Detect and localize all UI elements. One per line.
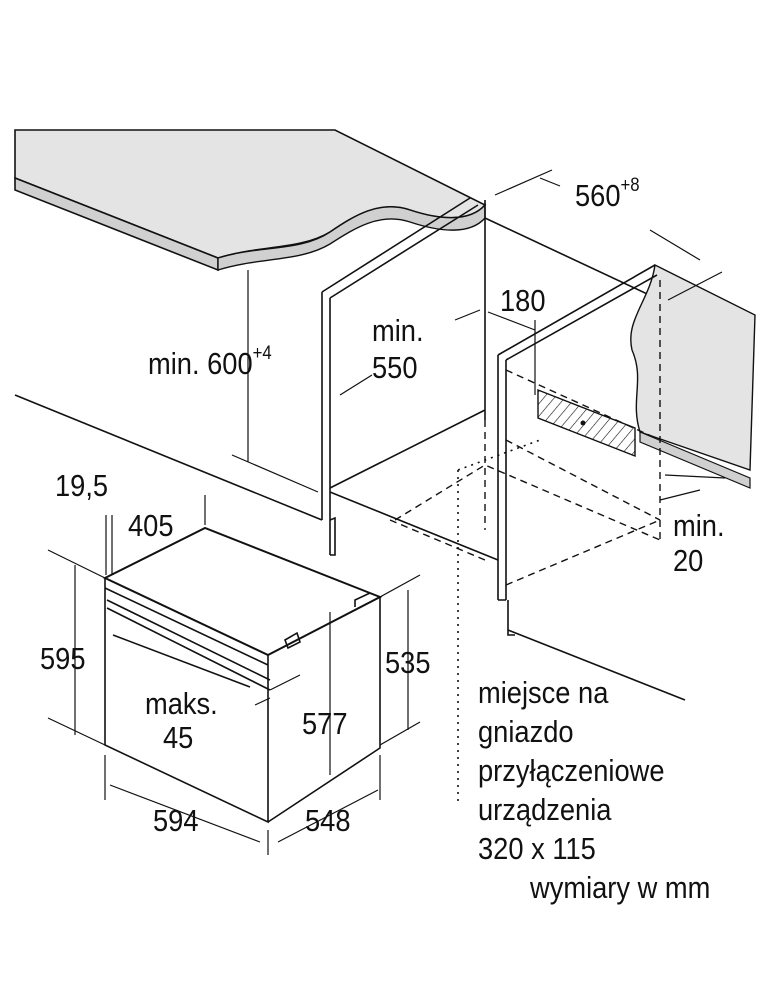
dim-oven-width: 594 bbox=[153, 803, 199, 838]
oven bbox=[102, 526, 383, 824]
note-line: przyłączeniowe bbox=[478, 753, 665, 788]
dim-front-offset: 19,5 bbox=[55, 468, 109, 503]
dim-side-height: 535 bbox=[385, 645, 431, 680]
dim-min-depth: 550 bbox=[372, 350, 418, 385]
dim-min-height: min. 600+4 bbox=[148, 343, 272, 381]
countertop bbox=[14, 129, 487, 272]
note-line: gniazdo bbox=[478, 714, 574, 749]
dim-max-gap: 45 bbox=[163, 720, 194, 755]
dim-min-depth-prefix: min. bbox=[372, 313, 424, 348]
dim-oven-depth: 548 bbox=[305, 803, 351, 838]
wall bbox=[484, 217, 756, 540]
right-cabinet bbox=[389, 264, 686, 805]
left-cabinet bbox=[14, 197, 499, 561]
dim-width-niche: 560+8 bbox=[575, 175, 640, 213]
dim-vent-gap: 180 bbox=[500, 283, 546, 318]
socket-area bbox=[537, 388, 636, 458]
dim-min-gap: 20 bbox=[673, 543, 704, 578]
note-line: miejsce na bbox=[478, 675, 609, 710]
dim-oven-height: 595 bbox=[40, 641, 86, 676]
note-line: 320 x 115 bbox=[478, 831, 596, 866]
units-note: wymiary w mm bbox=[530, 870, 711, 905]
note-line: urządzenia bbox=[478, 792, 612, 827]
dim-max-gap-prefix: maks. bbox=[145, 686, 218, 721]
dim-body-height: 577 bbox=[302, 706, 348, 741]
dimension-lines bbox=[47, 169, 726, 855]
dim-min-gap-prefix: min. bbox=[673, 508, 725, 543]
dim-front-depth: 405 bbox=[128, 508, 174, 543]
